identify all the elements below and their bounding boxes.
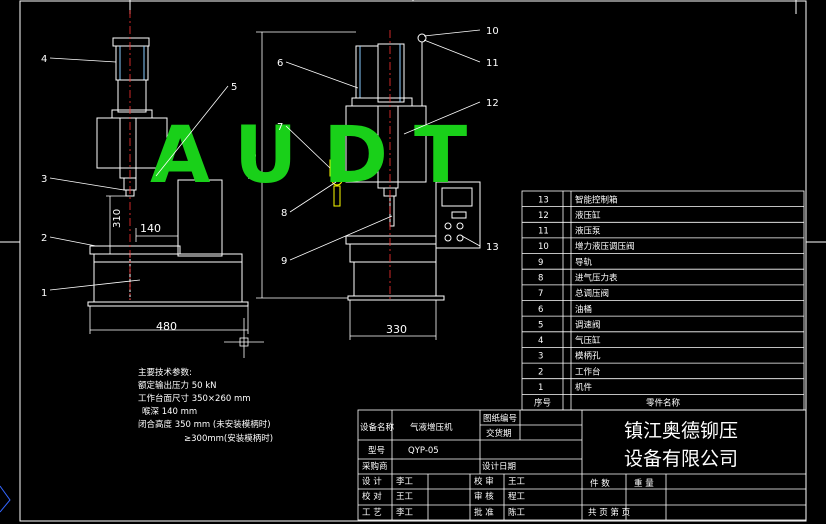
callout-8: 8 — [281, 208, 287, 219]
part-name: 液压泵 — [575, 226, 601, 237]
spec-line-2: 工作台面尺寸 350×260 mm — [138, 393, 251, 404]
part-name: 机件 — [575, 382, 593, 393]
audit-name: 程工 — [508, 492, 526, 502]
spec-line-3: 喉深 140 mm — [142, 406, 197, 417]
design-date-label: 设计日期 — [482, 461, 516, 472]
callout-1: 1 — [41, 288, 47, 299]
callout-leaders — [49, 29, 481, 291]
dim-height: 1230 — [246, 152, 259, 180]
part-name: 调速阀 — [575, 320, 601, 330]
callout-10: 10 — [486, 26, 499, 37]
callout-3: 3 — [41, 174, 47, 185]
watermark-text: AUDT — [150, 111, 493, 201]
callout-6: 6 — [277, 58, 283, 69]
callout-numbers: 1 2 3 4 5 6 7 8 9 10 11 12 13 — [41, 26, 499, 299]
part-name: 总调压阀 — [575, 288, 609, 299]
spec-line-4: 闭合高度 350 mm (未安装模柄时) — [138, 419, 271, 430]
part-name: 智能控制箱 — [575, 194, 618, 205]
model-value: QYP-05 — [408, 446, 439, 456]
device-name: 气液增压机 — [410, 422, 453, 433]
spec-line-5: ≥300mm(安装模柄时) — [184, 433, 273, 444]
dim-plate-width: 140 — [140, 222, 161, 235]
title-block-grid — [357, 409, 807, 521]
part-number: 2 — [538, 367, 543, 377]
part-number: 9 — [538, 258, 543, 268]
callout-2: 2 — [41, 233, 47, 244]
review-label: 校 审 — [474, 476, 494, 487]
audit-label: 审 核 — [474, 491, 494, 502]
parts-header-name: 零件名称 — [646, 398, 681, 409]
callout-7: 7 — [277, 122, 283, 133]
purchaser-label: 采购商 — [362, 461, 388, 472]
company-name-line2: 设备有限公司 — [624, 448, 738, 470]
part-name: 模柄孔 — [575, 351, 601, 362]
dim-throat: 310 — [112, 209, 123, 228]
title-block-text: 设备名称 气液增压机 图纸编号 交货期 型号 QYP-05 采购商 设计日期 设… — [360, 413, 654, 518]
callout-5: 5 — [231, 82, 237, 93]
part-number: 12 — [538, 211, 549, 221]
count-label: 件 数 — [590, 478, 610, 489]
part-name: 增力液压调压阀 — [575, 241, 635, 252]
part-name: 液压缸 — [575, 210, 601, 221]
part-number: 10 — [538, 242, 549, 252]
spec-notes: 主要技术参数: 额定输出压力 50 kN 工作台面尺寸 350×260 mm 喉… — [138, 367, 273, 444]
callout-9: 9 — [281, 256, 287, 267]
check-name: 王工 — [396, 492, 414, 502]
part-name: 进气压力表 — [575, 273, 618, 284]
review-name: 王工 — [508, 477, 526, 487]
weight-label: 重 量 — [634, 478, 654, 489]
drawing-no-label: 图纸编号 — [483, 413, 517, 424]
parts-header-no: 序号 — [534, 398, 551, 409]
part-number: 3 — [538, 352, 543, 362]
part-number: 5 — [538, 320, 543, 330]
left-press-view — [87, 37, 249, 307]
dim-right-width: 330 — [386, 323, 407, 336]
part-name: 导轨 — [575, 257, 593, 268]
spec-line-1: 额定输出压力 50 kN — [138, 380, 217, 391]
part-number: 6 — [538, 305, 543, 315]
model-label: 型号 — [368, 446, 385, 456]
callout-11: 11 — [486, 58, 499, 69]
part-number: 7 — [538, 289, 543, 299]
part-number: 1 — [538, 383, 543, 393]
callout-4: 4 — [41, 54, 47, 65]
company-name-line1: 镇江奥德铆压 — [624, 420, 738, 442]
design-name: 李工 — [396, 476, 414, 487]
right-press-view — [345, 33, 481, 301]
design-label: 设 计 — [362, 476, 382, 487]
left-dimensions — [89, 195, 249, 334]
pages-label: 共 页 第 页 — [588, 507, 630, 518]
right-dimensions — [256, 31, 437, 340]
approve-name: 陈工 — [508, 507, 526, 518]
callout-13: 13 — [486, 242, 499, 253]
part-name: 油桶 — [575, 304, 592, 315]
process-name: 李工 — [396, 507, 414, 518]
device-name-label: 设备名称 — [360, 422, 395, 433]
part-number: 4 — [538, 336, 543, 346]
part-number: 13 — [538, 195, 549, 205]
callout-12: 12 — [486, 98, 499, 109]
spec-title: 主要技术参数: — [138, 367, 192, 378]
part-number: 8 — [538, 274, 543, 284]
delivery-label: 交货期 — [486, 428, 512, 439]
process-label: 工 艺 — [362, 508, 382, 518]
part-number: 11 — [538, 227, 549, 237]
part-name: 气压缸 — [575, 335, 601, 346]
ucs-corner-mark — [0, 485, 11, 513]
approve-label: 批 准 — [474, 507, 494, 518]
dim-left-width: 480 — [156, 320, 177, 333]
check-label: 校 对 — [362, 491, 382, 502]
part-name: 工作台 — [575, 366, 601, 377]
crosshair-marker — [224, 318, 264, 358]
